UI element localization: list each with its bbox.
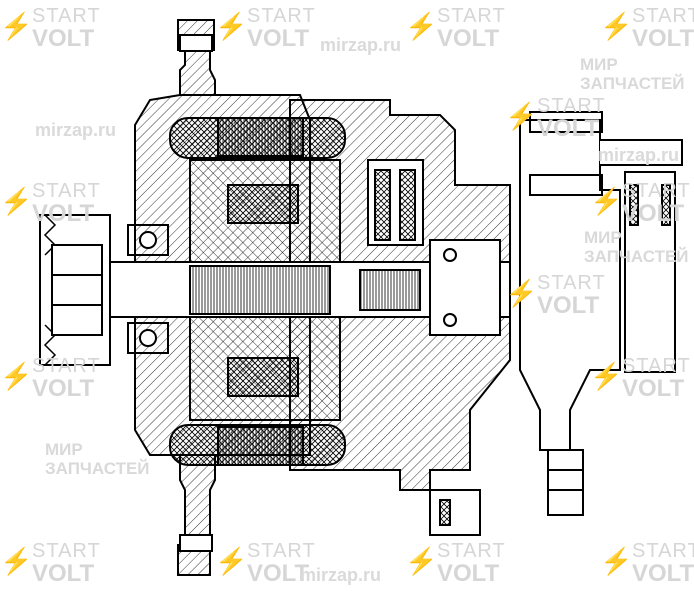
vacuum-pump-body [519, 119, 621, 451]
stator-core-bottom [217, 426, 304, 466]
pump-nut-middle [529, 174, 603, 196]
pump-outlet-pipe [600, 139, 683, 166]
slip-rings [359, 269, 421, 311]
front-bearing-ball-top [139, 231, 157, 249]
pump-nut-top [529, 111, 603, 133]
pump-inlet-stub [547, 449, 584, 516]
rotor-core [189, 265, 331, 315]
top-mount-ear [177, 19, 216, 96]
bottom-mount-ear [177, 454, 216, 576]
field-coil-top [227, 184, 299, 224]
field-coil-bottom [227, 357, 299, 397]
pulley-nut [51, 244, 103, 336]
stator-core-top [217, 117, 304, 157]
front-bearing-ball-bottom [139, 329, 157, 347]
electrical-connector [429, 489, 481, 536]
rear-bearing [429, 239, 501, 336]
